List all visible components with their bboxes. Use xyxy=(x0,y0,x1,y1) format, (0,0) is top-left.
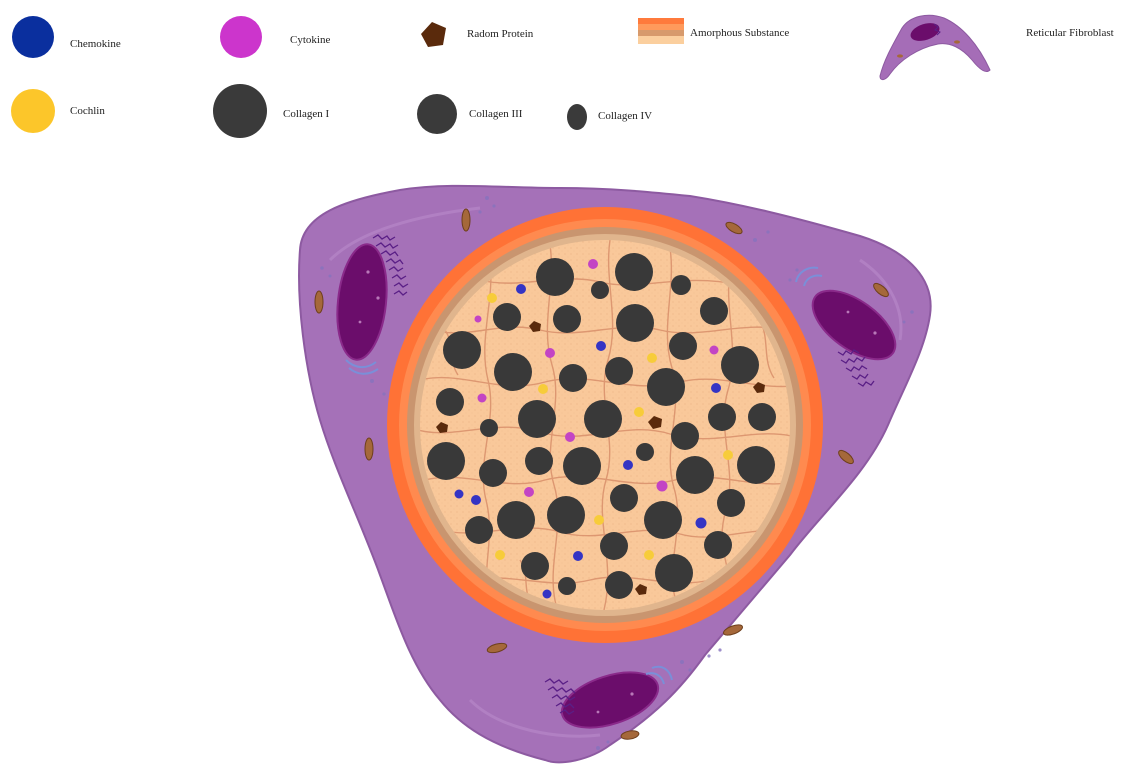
legend-item-collagen-1: Collagen I xyxy=(213,84,329,138)
legend: Chemokine Cytokine Radom Protein Amorpho… xyxy=(11,15,1114,138)
legend-label-reticular-fibroblast: Reticular Fibroblast xyxy=(1026,27,1114,39)
legend-item-reticular-fibroblast: Reticular Fibroblast xyxy=(880,15,1114,79)
legend-item-cochlin: Cochlin xyxy=(11,89,105,133)
legend-label-amorphous-substance: Amorphous Substance xyxy=(690,27,789,39)
legend-label-chemokine: Chemokine xyxy=(70,38,121,50)
legend-item-cytokine: Cytokine xyxy=(220,16,330,58)
legend-label-collagen-4: Collagen IV xyxy=(598,110,652,122)
legend-item-chemokine: Chemokine xyxy=(12,16,121,58)
radom-protein-icon xyxy=(421,22,446,47)
legend-item-collagen-3: Collagen III xyxy=(417,94,523,134)
collagen-4-icon xyxy=(567,104,587,130)
legend-item-amorphous-substance: Amorphous Substance xyxy=(638,18,789,44)
legend-label-collagen-1: Collagen I xyxy=(283,108,329,120)
legend-label-cochlin: Cochlin xyxy=(70,105,105,117)
reticular-fiber xyxy=(387,207,823,643)
chemokine-icon xyxy=(12,16,54,58)
cytokine-icon xyxy=(220,16,262,58)
legend-label-collagen-3: Collagen III xyxy=(469,108,523,120)
cochlin-icon xyxy=(11,89,55,133)
legend-item-radom-protein: Radom Protein xyxy=(421,22,534,47)
legend-label-radom-protein: Radom Protein xyxy=(467,28,534,40)
collagen-1-icon xyxy=(213,84,267,138)
legend-item-collagen-4: Collagen IV xyxy=(567,104,652,130)
reticular-fibroblast-icon xyxy=(880,15,990,79)
amorphous-substance-icon xyxy=(638,18,684,44)
legend-label-cytokine: Cytokine xyxy=(290,34,330,46)
collagen-3-icon xyxy=(417,94,457,134)
